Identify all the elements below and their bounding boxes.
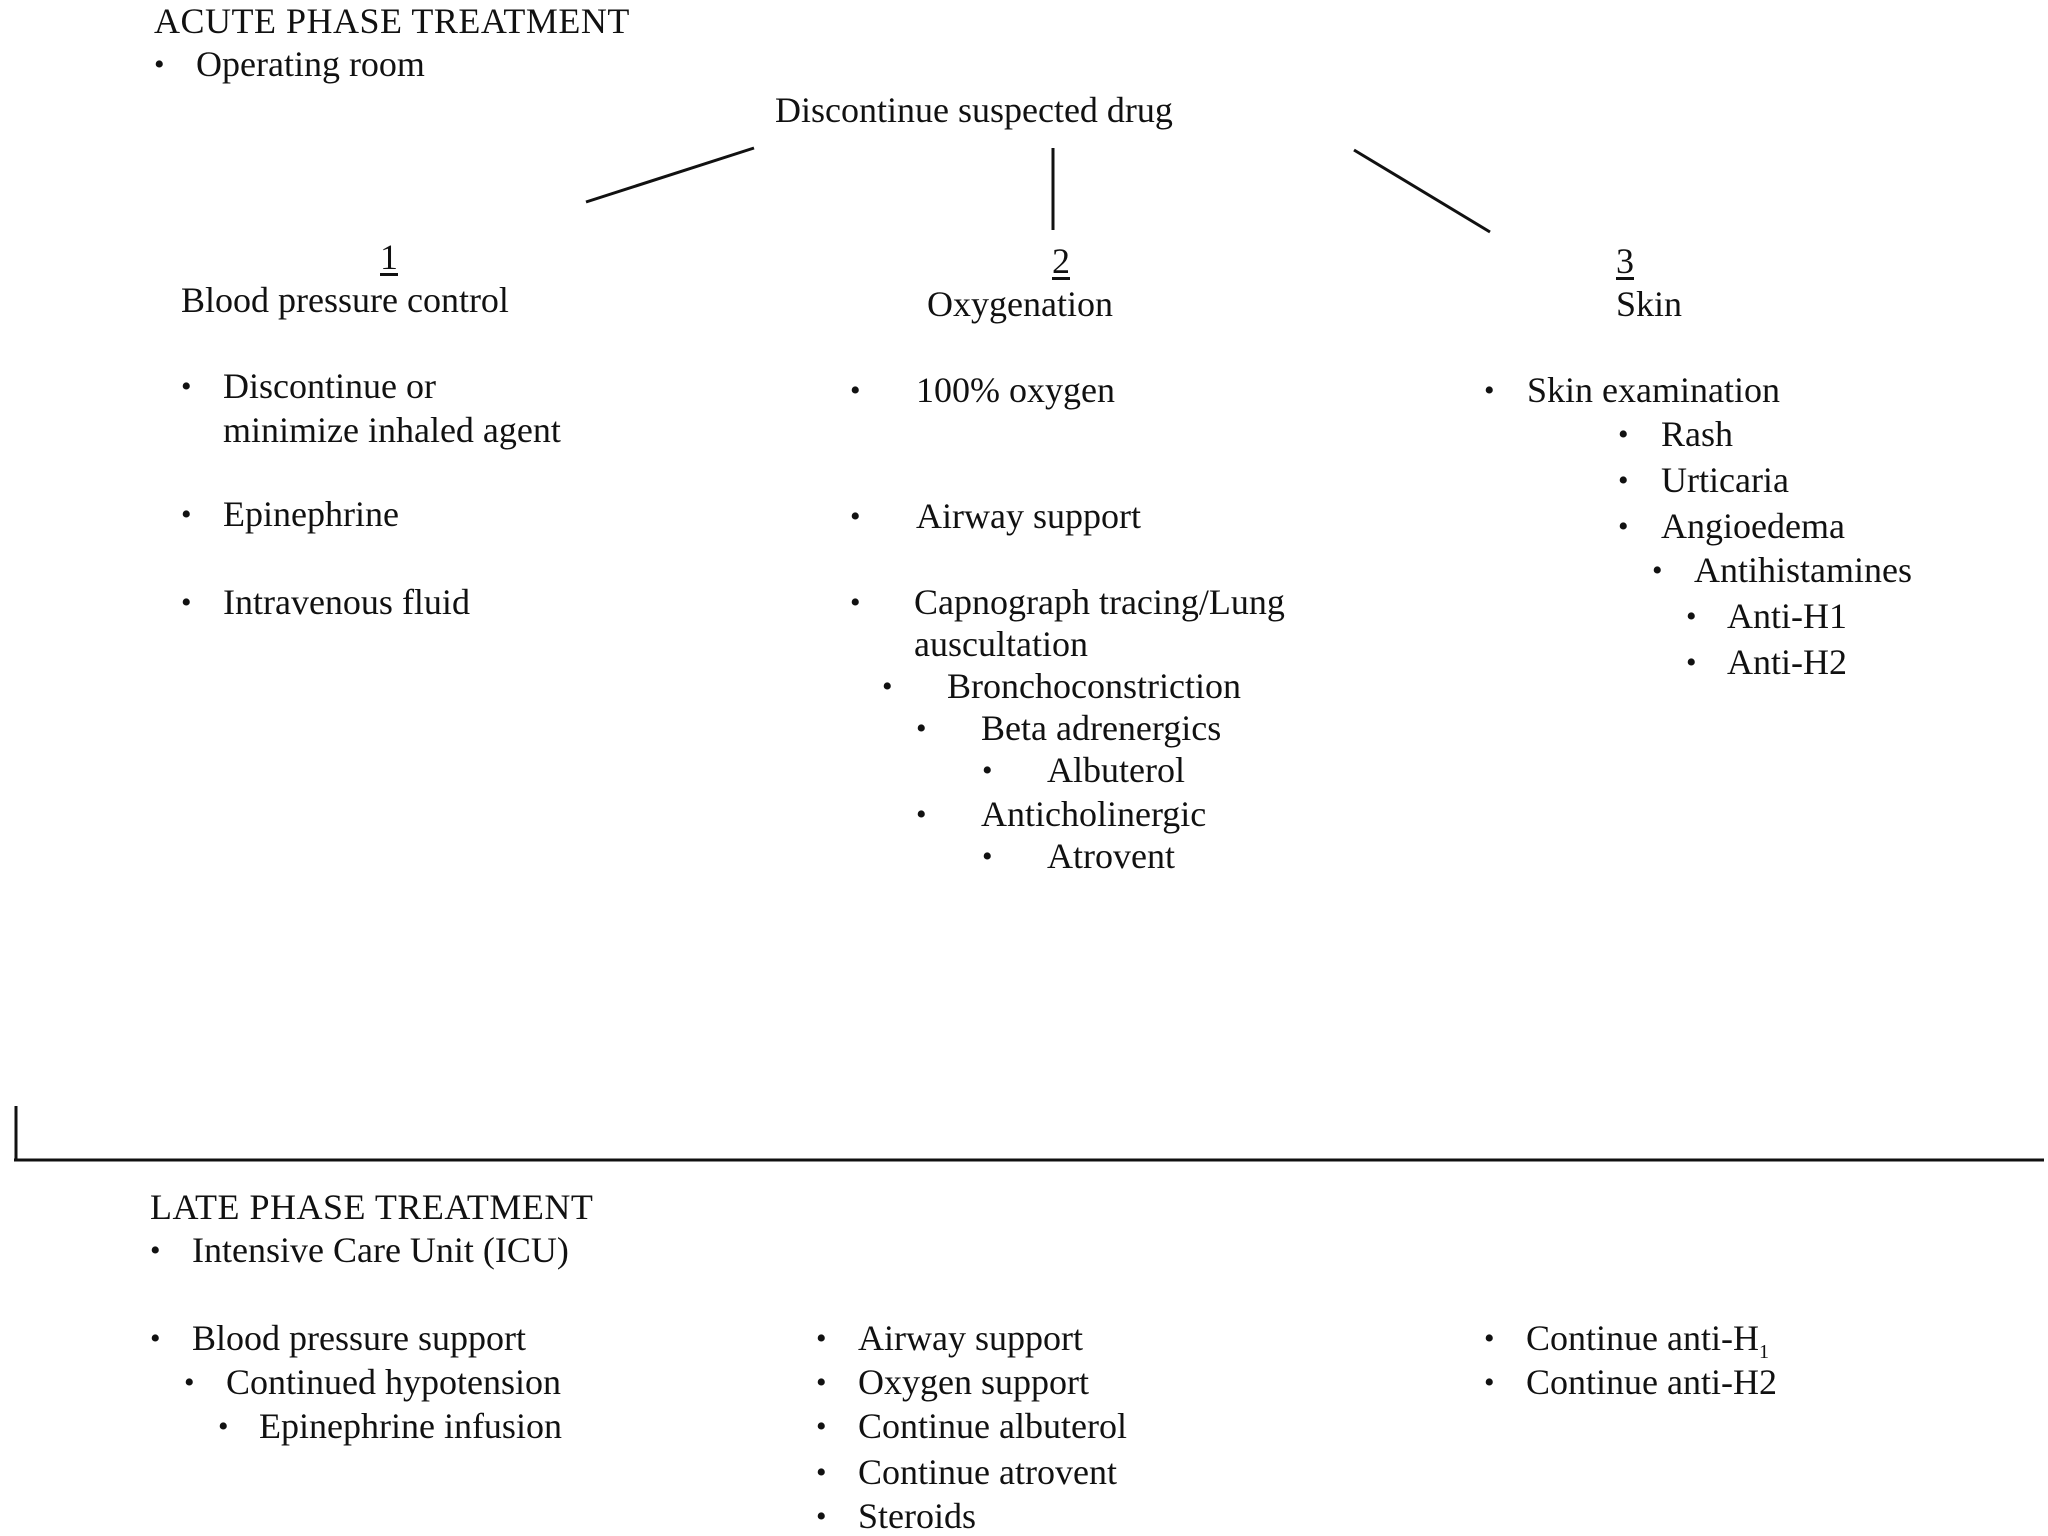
late-col1-item: Continued hypotension: [226, 1362, 561, 1402]
bullet: [150, 1234, 161, 1268]
col2-item: Atrovent: [1047, 836, 1175, 876]
col2-item: Airway support: [916, 496, 1141, 536]
col3-item: Skin examination: [1527, 370, 1780, 410]
late-col2-item: Continue atrovent: [858, 1452, 1117, 1492]
late-col1-item: Epinephrine infusion: [259, 1406, 562, 1446]
col3-item: Rash: [1661, 414, 1733, 454]
bullet: [150, 1322, 161, 1356]
bullet: [181, 498, 192, 532]
col2-item: auscultation: [914, 624, 1088, 664]
bullet: [982, 754, 993, 788]
col2-title: Oxygenation: [927, 284, 1113, 324]
bullet: [850, 586, 861, 620]
late-col3-item-continue-anti-h1: Continue anti-H1: [1526, 1320, 1769, 1362]
col2-item: 100% oxygen: [916, 370, 1115, 410]
col2-number: 2: [1052, 241, 1070, 281]
col1-number: 1: [380, 237, 398, 277]
late-col2-item: Steroids: [858, 1496, 977, 1536]
col2-item: Capnograph tracing/Lung: [914, 582, 1285, 622]
bullet: [154, 48, 165, 82]
bullet: [816, 1366, 827, 1400]
bullet: [1686, 600, 1697, 634]
bullet: [916, 712, 927, 746]
bullet: [850, 374, 861, 408]
col1-item: minimize inhaled agent: [223, 410, 561, 450]
col3-number: 3: [1616, 241, 1634, 281]
late-col1-item: Blood pressure support: [192, 1318, 526, 1358]
col1-title: Blood pressure control: [181, 280, 509, 320]
connector-line-left: [585, 146, 755, 204]
connector-line-right: [1353, 148, 1491, 234]
col3-item: Anti-H1: [1727, 596, 1847, 636]
col1-item: Epinephrine: [223, 494, 399, 534]
col3-item: Antihistamines: [1694, 550, 1912, 590]
col2-item: Albuterol: [1047, 750, 1185, 790]
bullet: [850, 500, 861, 534]
acute-location: Operating room: [196, 44, 425, 84]
col1-item: Discontinue or: [223, 366, 436, 406]
acute-phase-heading: ACUTE PHASE TREATMENT: [154, 1, 630, 41]
col1-item: Intravenous fluid: [223, 582, 470, 622]
col3-item: Anti-H2: [1727, 642, 1847, 682]
late-col3-item: Continue anti-H2: [1526, 1362, 1777, 1402]
late-col3-item-text: Continue anti-H: [1526, 1318, 1759, 1358]
subscript: 1: [1758, 1341, 1769, 1364]
bullet: [816, 1500, 827, 1534]
late-col2-item: Continue albuterol: [858, 1406, 1127, 1446]
col2-item: Anticholinergic: [981, 794, 1207, 834]
bullet: [816, 1410, 827, 1444]
col2-item: Bronchoconstriction: [947, 666, 1241, 706]
bullet: [816, 1322, 827, 1356]
bullet: [982, 840, 993, 874]
bullet: [916, 798, 927, 832]
late-location: Intensive Care Unit (ICU): [192, 1230, 569, 1270]
col3-title: Skin: [1616, 284, 1683, 324]
bullet: [1618, 510, 1629, 544]
late-col2-item: Oxygen support: [858, 1362, 1089, 1402]
bullet: [1484, 1322, 1495, 1356]
late-col2-item: Airway support: [858, 1318, 1083, 1358]
bullet: [184, 1366, 195, 1400]
bullet: [1618, 418, 1629, 452]
bullet: [181, 586, 192, 620]
bullet: [1484, 1366, 1495, 1400]
root-node-discontinue-drug: Discontinue suspected drug: [775, 90, 1173, 130]
bullet: [218, 1410, 229, 1444]
bullet: [882, 670, 893, 704]
col2-item: Beta adrenergics: [981, 708, 1222, 748]
bullet: [1484, 374, 1495, 408]
col3-item: Angioedema: [1661, 506, 1845, 546]
bullet: [181, 370, 192, 404]
bullet: [1652, 554, 1663, 588]
late-phase-heading: LATE PHASE TREATMENT: [150, 1187, 594, 1227]
col3-item: Urticaria: [1661, 460, 1789, 500]
bullet: [816, 1456, 827, 1490]
bullet: [1618, 464, 1629, 498]
bullet: [1686, 646, 1697, 680]
